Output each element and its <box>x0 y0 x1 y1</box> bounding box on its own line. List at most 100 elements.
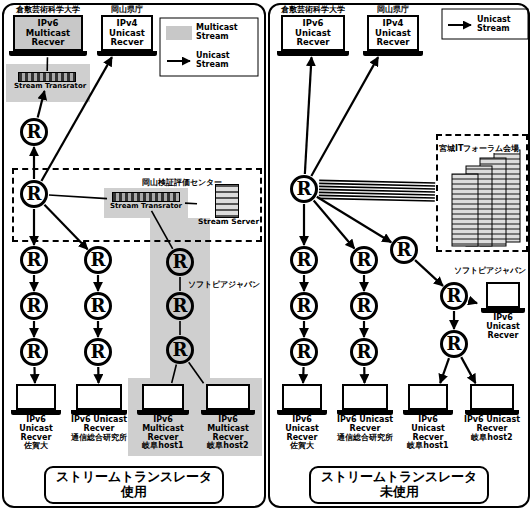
panel-caption: ストリームトランスレータ 使用 <box>50 470 218 500</box>
unicast-arrow <box>311 57 378 176</box>
panel-frame: ストリームトランスレータ 未使用倉敷芸術科学大学IPv6 Unicast Rec… <box>268 3 530 508</box>
router-circle: R <box>20 180 48 208</box>
unicast-arrow <box>363 321 365 337</box>
legend-arrow-line <box>448 24 471 26</box>
laptop-screen: IPv6 Unicast Recver <box>281 15 345 51</box>
link-line <box>49 195 107 199</box>
router-circle: R <box>20 292 48 320</box>
unicast-arrow <box>33 209 35 245</box>
router-label: R <box>293 249 315 271</box>
router-label: R <box>23 341 45 363</box>
receiver-laptop: IPv6 Unicast Recver佐賀大 <box>274 384 330 451</box>
laptop-screen <box>76 384 122 410</box>
site-name: 通信総合研究所 <box>334 434 396 443</box>
legend-arrow-sample <box>166 56 192 66</box>
unicast-arrow <box>303 204 305 245</box>
laptop-screen <box>16 384 56 410</box>
link-line <box>189 362 204 383</box>
translator-device: Stream Transrator <box>108 192 184 210</box>
receiver-type: IPv6 Unicast Recver <box>274 416 330 442</box>
laptop-base <box>363 51 423 56</box>
router-label: R <box>293 295 315 317</box>
laptop-base <box>97 51 157 56</box>
server-stack <box>452 150 520 246</box>
router-circle: R <box>84 292 112 320</box>
stream-line <box>319 189 435 192</box>
stream-line <box>319 183 435 186</box>
unicast-arrow <box>468 300 477 303</box>
stream-server: Stream Server <box>198 184 256 227</box>
device-label: Stream Transrator <box>108 202 184 210</box>
router-circle: R <box>84 246 112 274</box>
laptop-base <box>277 410 327 415</box>
site-name: 佐賀大 <box>274 442 330 451</box>
unicast-arrow <box>33 147 35 179</box>
receiver-laptop: IPv6 Unicast Recver <box>478 282 528 340</box>
receiver-type: IPv4 Unicast Recver <box>370 19 416 47</box>
legend-arrow-sample <box>447 20 473 30</box>
site-name: 岡山県庁 <box>96 5 158 14</box>
router-circle: R <box>20 118 48 146</box>
unicast-arrow <box>363 367 365 383</box>
laptop-screen <box>470 384 514 410</box>
device-body <box>112 192 180 202</box>
laptop-screen <box>342 384 388 410</box>
site-name: 岐阜host1 <box>400 442 456 451</box>
unicast-arrow <box>97 367 99 383</box>
router-circle: R <box>166 292 194 320</box>
router-label: R <box>293 178 315 200</box>
unicast-arrow <box>38 91 45 117</box>
stream-line <box>319 180 435 183</box>
router-label: R <box>353 295 375 317</box>
region-name: 宮城ITフォーラム会場 <box>439 143 519 153</box>
laptop-screen: IPv6 Multicast Recver <box>13 15 83 51</box>
panel-frame: ストリームトランスレータ 使用 倉敷芸術科学大学IPv6 Multicast Re… <box>2 3 266 508</box>
router-circle: R <box>290 175 318 203</box>
site-region: 岡山検証評価センターRStream TransratorStream Serve… <box>12 168 262 242</box>
router-label: R <box>23 121 45 143</box>
unicast-arrow <box>97 275 99 291</box>
router-circle: R <box>350 338 378 366</box>
laptop-base <box>403 410 453 415</box>
server-tower <box>215 184 239 218</box>
router-label: R <box>87 295 109 317</box>
unicast-arrow <box>317 197 391 242</box>
panel-label-box: ストリームトランスレータ 使用 <box>44 466 224 504</box>
receiver-type: IPv6 Multicast Recver <box>16 19 80 47</box>
receiver-laptop: IPv6 Unicast Recver通信総合研究所 <box>68 384 130 442</box>
receiver-type: IPv6 Unicast Recver <box>478 314 528 340</box>
router-label: R <box>87 341 109 363</box>
router-circle: R <box>20 246 48 274</box>
router-label: R <box>87 249 109 271</box>
stream-bundle <box>319 180 435 201</box>
site-region: 宮城ITフォーラム会場 <box>436 134 528 252</box>
router-label: R <box>353 249 375 271</box>
laptop-base <box>11 410 61 415</box>
router-label: R <box>23 295 45 317</box>
link-line <box>179 321 181 335</box>
panel-caption: ストリームトランスレータ 未使用 <box>315 470 483 500</box>
unicast-arrow <box>461 357 475 383</box>
unicast-arrow <box>97 321 99 337</box>
receiver-type: IPv4 Unicast Recver <box>104 19 150 47</box>
unicast-arrow <box>363 275 365 291</box>
unicast-arrow <box>305 57 312 174</box>
receiver-laptop: 岡山県庁IPv4 Unicast Recver <box>362 5 424 56</box>
receiver-laptop: 倉敷芸術科学大学IPv6 Multicast Recver <box>8 5 88 56</box>
unicast-arrow <box>453 311 455 329</box>
router-label: R <box>443 333 465 355</box>
site-label: ソフトピアジャパン <box>188 280 260 289</box>
router-circle: R <box>290 292 318 320</box>
unicast-arrow <box>33 321 35 337</box>
laptop-screen: IPv4 Unicast Recver <box>101 15 153 51</box>
site-name: 倉敷芸術科学大学 <box>276 5 350 14</box>
legend-row: Multicast Stream <box>166 24 254 42</box>
server-label: Stream Server <box>198 218 256 227</box>
multicast-band <box>6 64 262 456</box>
unicast-arrow <box>44 205 87 249</box>
legend-text: Unicast Stream <box>477 16 532 34</box>
receiver-type: IPv6 Multicast Recver <box>134 416 192 442</box>
stream-line <box>319 192 435 195</box>
router-label: R <box>393 239 415 261</box>
